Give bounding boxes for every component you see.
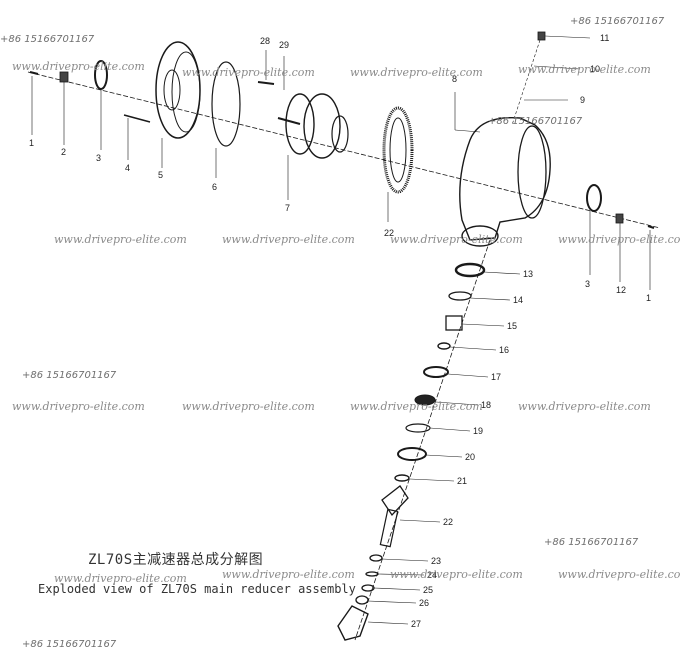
watermark-site: www.drivepro-elite.com <box>350 400 483 413</box>
label-15: 15 <box>507 321 517 331</box>
right-bearing-parts <box>586 184 655 290</box>
label-26: 26 <box>419 598 429 608</box>
watermark-site: www.drivepro-elite.com <box>222 568 355 581</box>
label-24: 24 <box>427 570 437 580</box>
label-8: 8 <box>452 74 457 84</box>
watermark-site: www.drivepro-elite.com <box>182 66 315 79</box>
label-4: 4 <box>125 163 130 173</box>
leader-lines <box>367 271 521 625</box>
label-3-left: 3 <box>96 153 101 163</box>
differential-cover <box>155 41 201 168</box>
watermark-site: www.drivepro-elite.com <box>558 233 680 246</box>
label-19: 19 <box>473 426 483 436</box>
o-ring <box>211 61 241 178</box>
watermark-site: www.drivepro-elite.com <box>558 568 680 581</box>
pinion-stack <box>337 262 486 641</box>
bearing-cup-left <box>94 60 108 150</box>
label-18: 18 <box>481 400 491 410</box>
watermark-phone: +86 15166701167 <box>544 537 639 548</box>
watermark-site: www.drivepro-elite.com <box>518 400 651 413</box>
watermark-site: www.drivepro-elite.com <box>54 233 187 246</box>
watermark-site: www.drivepro-elite.com <box>182 400 315 413</box>
label-22-ring-gear: 22 <box>384 228 394 238</box>
watermark-site: www.drivepro-elite.com <box>518 63 651 76</box>
watermark-phone: +86 15166701167 <box>488 116 583 127</box>
watermark-phone: +86 15166701167 <box>22 370 117 381</box>
label-11: 11 <box>600 33 609 43</box>
screw <box>123 114 151 160</box>
label-27: 27 <box>411 619 421 629</box>
label-13: 13 <box>523 269 533 279</box>
breather-parts <box>511 31 591 126</box>
ring-gear <box>382 106 414 222</box>
watermark-site: www.drivepro-elite.com <box>54 572 187 585</box>
watermark-site: www.drivepro-elite.com <box>350 66 483 79</box>
label-16: 16 <box>499 345 509 355</box>
watermark-phone: +86 15166701167 <box>22 639 117 650</box>
label-12: 12 <box>616 285 626 295</box>
watermark-site: www.drivepro-elite.com <box>12 400 145 413</box>
label-2: 2 <box>61 147 66 157</box>
label-7: 7 <box>285 203 290 213</box>
watermark-phone: +86 15166701167 <box>0 34 95 45</box>
label-6: 6 <box>212 182 217 192</box>
label-3-right: 3 <box>585 279 590 289</box>
nut-left <box>59 71 69 145</box>
watermark-site: www.drivepro-elite.com <box>390 233 523 246</box>
label-5: 5 <box>158 170 163 180</box>
caption-english: Exploded view of ZL70S main reducer asse… <box>38 582 356 596</box>
label-21: 21 <box>457 476 467 486</box>
watermark-site: www.drivepro-elite.com <box>12 60 145 73</box>
label-20: 20 <box>465 452 475 462</box>
label-22-pinion: 22 <box>443 517 453 527</box>
part-number-labels: 1 2 3 4 5 6 7 8 9 10 11 12 13 14 15 16 1… <box>29 33 651 629</box>
small-bolts <box>257 50 285 90</box>
label-1-left: 1 <box>29 138 34 148</box>
caption-chinese: ZL70S主减速器总成分解图 <box>88 552 264 568</box>
differential-case <box>277 93 349 200</box>
label-14: 14 <box>513 295 523 305</box>
label-29: 29 <box>279 40 289 50</box>
label-1-right: 1 <box>646 293 651 303</box>
watermark-site: www.drivepro-elite.com <box>222 233 355 246</box>
label-10: 10 <box>590 64 600 74</box>
label-28: 28 <box>260 36 270 46</box>
label-17: 17 <box>491 372 501 382</box>
label-23: 23 <box>431 556 441 566</box>
label-9: 9 <box>580 95 585 105</box>
watermark-phone: +86 15166701167 <box>570 16 665 27</box>
axle-housing <box>454 92 551 247</box>
bolt-left <box>29 71 39 135</box>
label-25: 25 <box>423 585 433 595</box>
watermark-site: www.drivepro-elite.com <box>390 568 523 581</box>
